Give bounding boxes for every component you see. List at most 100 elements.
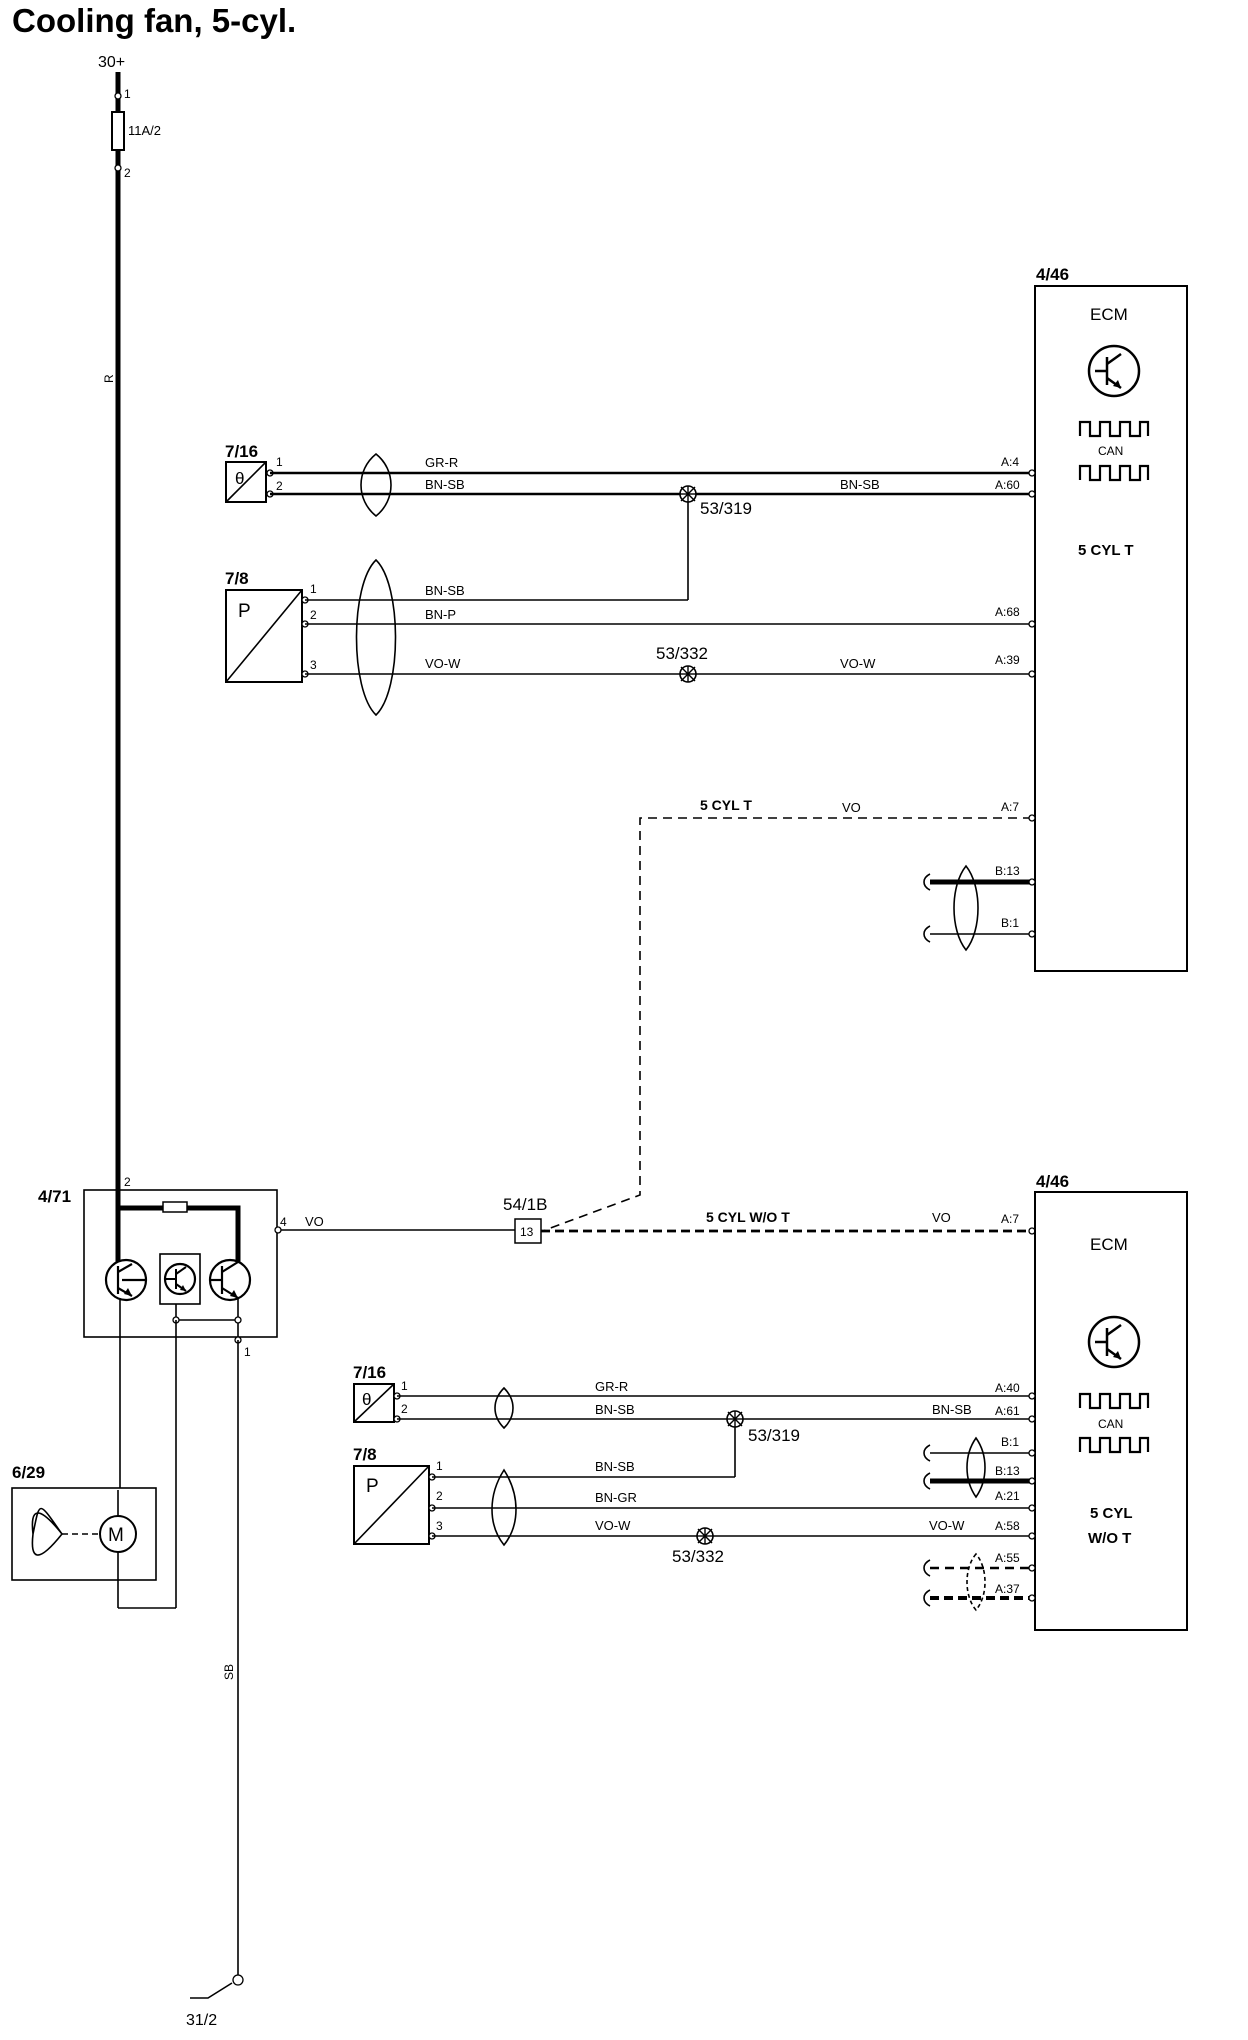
ecm-top-ref: 4/46 [1036, 265, 1069, 284]
svg-text:BN-GR: BN-GR [595, 1490, 637, 1505]
temp-sensor-bottom: 7/16 θ 1 2 [353, 1363, 408, 1423]
svg-text:54/1B: 54/1B [503, 1195, 547, 1214]
svg-text:BN-SB: BN-SB [840, 477, 880, 492]
svg-text:A:61: A:61 [995, 1404, 1020, 1418]
fan-motor: 6/29 M [11, 1463, 176, 1609]
splice-53-319-top [679, 485, 697, 503]
ecm-bottom-box [1034, 1191, 1188, 1631]
svg-text:VO: VO [842, 800, 861, 815]
ecm-top-pin-a60: A:60 [995, 478, 1020, 492]
top-wiring: GR-R BN-SB BN-SB 53/319 BN-SB BN-P VO-W … [270, 455, 1036, 952]
pressure-sensor-top-ref: 7/8 [225, 569, 249, 588]
svg-text:1: 1 [436, 1459, 443, 1473]
transistor-icon [1087, 1315, 1141, 1369]
theta-symbol: θ [235, 469, 244, 488]
twisted-pair-can-bottom [966, 1436, 986, 1499]
svg-text:1: 1 [276, 455, 283, 469]
fuse-pin2: 2 [124, 166, 131, 180]
pressure-sensor-bottom-ref: 7/8 [353, 1445, 377, 1464]
fuse-pin1: 1 [124, 87, 131, 101]
can-signal-icon: CAN [1078, 420, 1150, 482]
svg-text:VO-W: VO-W [929, 1518, 965, 1533]
ground-wire: SB 31/2 [186, 1340, 244, 2029]
svg-text:5 CYL W/O T: 5 CYL W/O T [706, 1209, 790, 1225]
svg-text:BN-SB: BN-SB [932, 1402, 972, 1417]
svg-text:2: 2 [401, 1402, 408, 1416]
svg-text:3: 3 [310, 658, 317, 672]
fan-motor-ref: 6/29 [12, 1463, 45, 1482]
svg-text:A:55: A:55 [995, 1551, 1020, 1565]
ecm-top-pin-a7: A:7 [1001, 800, 1019, 814]
svg-text:1: 1 [244, 1345, 251, 1359]
can-label: CAN [1098, 444, 1123, 458]
temp-sensor-bottom-ref: 7/16 [353, 1363, 386, 1382]
svg-text:CAN: CAN [1098, 1417, 1123, 1431]
svg-text:VO-W: VO-W [595, 1518, 631, 1533]
twisted-pair-can-top [953, 864, 979, 952]
ground-label: 31/2 [186, 2012, 217, 2029]
svg-text:2: 2 [124, 1175, 131, 1189]
svg-text:4: 4 [280, 1215, 287, 1229]
twisted-pair-bottom-2 [491, 1468, 517, 1547]
svg-text:2: 2 [310, 608, 317, 622]
svg-text:GR-R: GR-R [595, 1379, 628, 1394]
svg-text:2: 2 [276, 479, 283, 493]
ecm-bottom-ref: 4/46 [1036, 1172, 1069, 1191]
ecm-top: 4/46 ECM CAN 5 CYL T A:4 A:60 A:68 A:39 … [995, 265, 1188, 972]
svg-text:W/O T: W/O T [1088, 1530, 1131, 1547]
svg-text:P: P [238, 601, 251, 622]
ecm-top-name: ECM [1090, 305, 1128, 324]
svg-text:GR-R: GR-R [425, 455, 458, 470]
svg-text:53/319: 53/319 [700, 499, 752, 518]
svg-text:VO: VO [305, 1214, 324, 1229]
svg-text:1: 1 [401, 1379, 408, 1393]
svg-text:BN-SB: BN-SB [425, 583, 465, 598]
svg-text:SB: SB [222, 1664, 236, 1680]
svg-text:A:21: A:21 [995, 1489, 1020, 1503]
supply-label: 30+ [98, 54, 125, 71]
ecm-top-variant: 5 CYL T [1078, 542, 1134, 559]
transistor-icon [1087, 344, 1141, 398]
supply-wire-color: R [102, 374, 116, 383]
svg-text:53/319: 53/319 [748, 1426, 800, 1445]
svg-text:A:40: A:40 [995, 1381, 1020, 1395]
bottom-wiring: GR-R BN-SB BN-SB 53/319 BN-SB BN-GR VO-W… [397, 1379, 1036, 1612]
svg-text:VO-W: VO-W [840, 656, 876, 671]
power-supply: 30+ 1 2 11A/2 R [98, 54, 161, 1190]
pressure-sensor-bottom: 7/8 P 1 2 3 [353, 1445, 443, 1545]
svg-text:13: 13 [520, 1225, 534, 1239]
temp-sensor-top-ref: 7/16 [225, 442, 258, 461]
ecm-top-pin-b13: B:13 [995, 864, 1020, 878]
svg-text:BN-SB: BN-SB [595, 1459, 635, 1474]
svg-text:A:58: A:58 [995, 1519, 1020, 1533]
ecm-bottom: 4/46 ECM CAN 5 CYL W/O T A:7 A:40 A:61 B… [995, 1172, 1188, 1631]
svg-text:VO-W: VO-W [425, 656, 461, 671]
can-signal-icon: CAN [1078, 1392, 1150, 1454]
svg-text:VO: VO [932, 1210, 951, 1225]
twisted-pair-bottom-1 [494, 1386, 514, 1430]
splice-53-332-top [679, 665, 697, 683]
svg-text:3: 3 [436, 1519, 443, 1533]
svg-text:A:37: A:37 [995, 1582, 1020, 1596]
splice-53-319-bottom [726, 1410, 744, 1428]
svg-text:5 CYL T: 5 CYL T [700, 797, 752, 813]
relay-module: 4/71 2 4 VO 1 [38, 1175, 324, 1608]
fuse-symbol [111, 111, 125, 151]
control-line: 5 CYL T VO 13 54/1B 5 CYL W/O T VO [278, 797, 1036, 1244]
svg-text:B:1: B:1 [1001, 1435, 1019, 1449]
svg-text:BN-SB: BN-SB [595, 1402, 635, 1417]
splice-53-332-bottom [696, 1527, 714, 1545]
svg-text:BN-SB: BN-SB [425, 477, 465, 492]
motor-symbol: M [108, 1525, 124, 1546]
pressure-sensor-top: 7/8 P 1 2 3 [225, 569, 317, 683]
fan-icon [31, 1508, 64, 1556]
twisted-pair-dashed-bottom [966, 1552, 986, 1612]
twisted-pair-top-2 [355, 558, 397, 717]
svg-text:1: 1 [310, 582, 317, 596]
svg-text:BN-P: BN-P [425, 607, 456, 622]
svg-text:53/332: 53/332 [672, 1547, 724, 1566]
svg-text:ECM: ECM [1090, 1235, 1128, 1254]
svg-text:B:13: B:13 [995, 1464, 1020, 1478]
svg-text:53/332: 53/332 [656, 644, 708, 663]
